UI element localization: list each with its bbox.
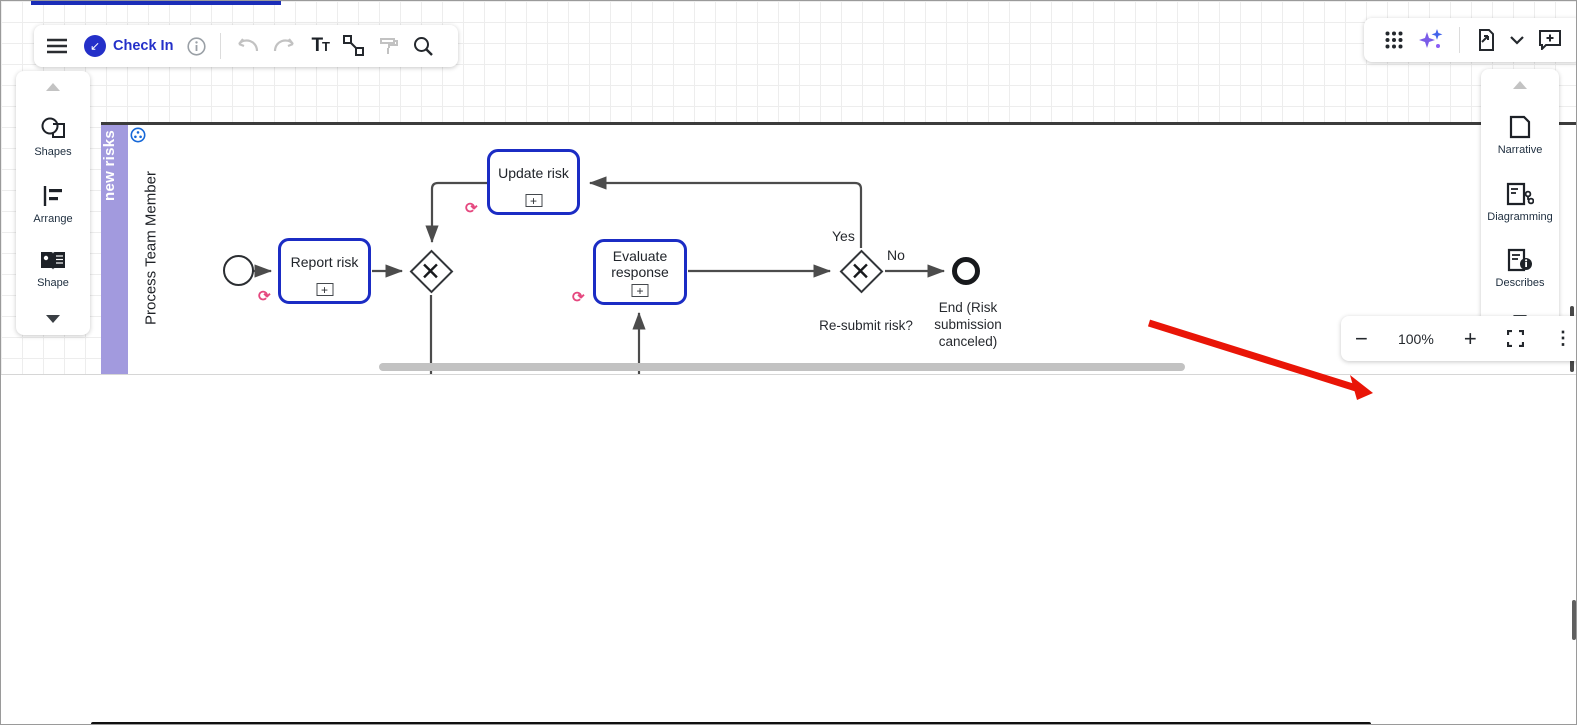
hamburger-menu-icon[interactable]	[44, 38, 70, 54]
table-vertical-scrollbar[interactable]	[1572, 600, 1576, 640]
flow-label-resubmit: Re-submit risk?	[819, 318, 913, 333]
check-in-label: Check In	[113, 38, 174, 54]
left-tool-panel: Shapes Arrange Shape	[16, 71, 90, 335]
sidebar-item-narrative[interactable]: Narrative	[1497, 115, 1543, 156]
scroll-up-icon[interactable]	[46, 83, 60, 91]
sidebar-item-describes[interactable]: Describes	[1495, 248, 1545, 290]
toolbar-divider	[220, 33, 222, 59]
translation-refresh-icon: ⟳	[258, 288, 271, 305]
sidebar-item-label: Shapes	[34, 145, 72, 158]
translation-refresh-icon: ⟳	[572, 289, 585, 306]
info-icon[interactable]	[187, 36, 207, 56]
sequence-flows	[239, 176, 946, 374]
collaboration-badge-icon[interactable]	[130, 127, 146, 143]
sidebar-item-label: Shape	[37, 277, 69, 290]
zoom-level: 100%	[1397, 330, 1434, 347]
zoom-out-button[interactable]: −	[1355, 325, 1368, 351]
sidebar-item-label: Arrange	[33, 212, 73, 225]
subprocess-plus-icon[interactable]: +	[316, 283, 333, 296]
subprocess-plus-icon[interactable]: +	[525, 194, 542, 207]
gateway-x-marker: ✕	[850, 257, 871, 286]
fullscreen-button[interactable]	[1506, 330, 1524, 347]
dictionary-icon	[41, 252, 65, 271]
task-evaluate-response[interactable]: Evaluate response +	[593, 239, 687, 305]
narrative-icon	[1509, 115, 1531, 138]
window-bottom-edge	[91, 722, 1371, 724]
sidebar-item-shapes[interactable]: Shapes	[34, 117, 72, 158]
gateway-x-marker: ✕	[420, 257, 441, 286]
task-evaluate-response-label: Evaluate response	[611, 248, 669, 280]
redo-icon[interactable]	[273, 38, 297, 54]
describes-icon	[1507, 249, 1532, 272]
ai-sparkles-icon[interactable]	[1418, 28, 1444, 52]
sidebar-item-label: Narrative	[1497, 143, 1543, 156]
search-icon[interactable]	[413, 36, 433, 56]
scroll-up-icon[interactable]	[1513, 81, 1527, 89]
shapes-icon	[41, 117, 65, 138]
chevron-down-icon[interactable]	[1510, 35, 1524, 45]
export-document-icon[interactable]	[1475, 29, 1495, 51]
scroll-down-icon[interactable]	[46, 315, 60, 323]
right-tool-panel: Narrative Diagramming Describes	[1481, 69, 1559, 335]
check-in-button[interactable]: ↙ Check In	[84, 35, 173, 57]
toolbar-divider	[1459, 27, 1460, 53]
flow-label-no: No	[887, 247, 905, 263]
diagramming-icon	[1506, 182, 1534, 205]
grid-menu-icon[interactable]	[1385, 31, 1403, 49]
pool-top-border	[101, 122, 1576, 125]
progress-bar	[31, 1, 281, 5]
format-painter-icon[interactable]	[379, 36, 399, 56]
more-options-button[interactable]: ⋮	[1553, 328, 1572, 348]
end-event[interactable]	[952, 257, 980, 285]
translation-refresh-icon: ⟳	[465, 200, 478, 217]
sidebar-item-label: Describes	[1495, 277, 1545, 290]
zoom-in-button[interactable]: +	[1463, 325, 1477, 351]
task-update-risk[interactable]: Update risk +	[487, 149, 580, 215]
task-update-risk-label: Update risk	[498, 165, 569, 181]
end-event-label: End (Risk submission canceled)	[934, 300, 1002, 349]
canvas-horizontal-scrollbar[interactable]	[379, 363, 1185, 371]
check-in-icon: ↙	[84, 35, 106, 57]
start-event[interactable]	[223, 255, 254, 286]
languages-panel: Languages Translate all ✕ DEESFRITJA Hap…	[1, 374, 1576, 724]
subprocess-plus-icon[interactable]: +	[631, 284, 649, 297]
sidebar-item-shape[interactable]: Shape	[37, 250, 69, 289]
arrange-icon	[43, 185, 62, 206]
zoom-controls: − 100% + ⋮	[1341, 316, 1576, 361]
sidebar-item-diagramming[interactable]: Diagramming	[1487, 182, 1553, 223]
undo-icon[interactable]	[235, 38, 259, 54]
sidebar-item-label: Diagramming	[1487, 210, 1553, 223]
add-comment-icon[interactable]	[1539, 30, 1561, 50]
task-report-risk-label: Report risk	[290, 254, 359, 270]
task-report-risk[interactable]: Report risk +	[278, 238, 371, 304]
sidebar-item-arrange[interactable]: Arrange	[33, 184, 73, 225]
connector-icon[interactable]	[343, 35, 365, 57]
flow-label-yes: Yes	[832, 228, 855, 244]
secondary-toolbar	[1364, 18, 1576, 62]
